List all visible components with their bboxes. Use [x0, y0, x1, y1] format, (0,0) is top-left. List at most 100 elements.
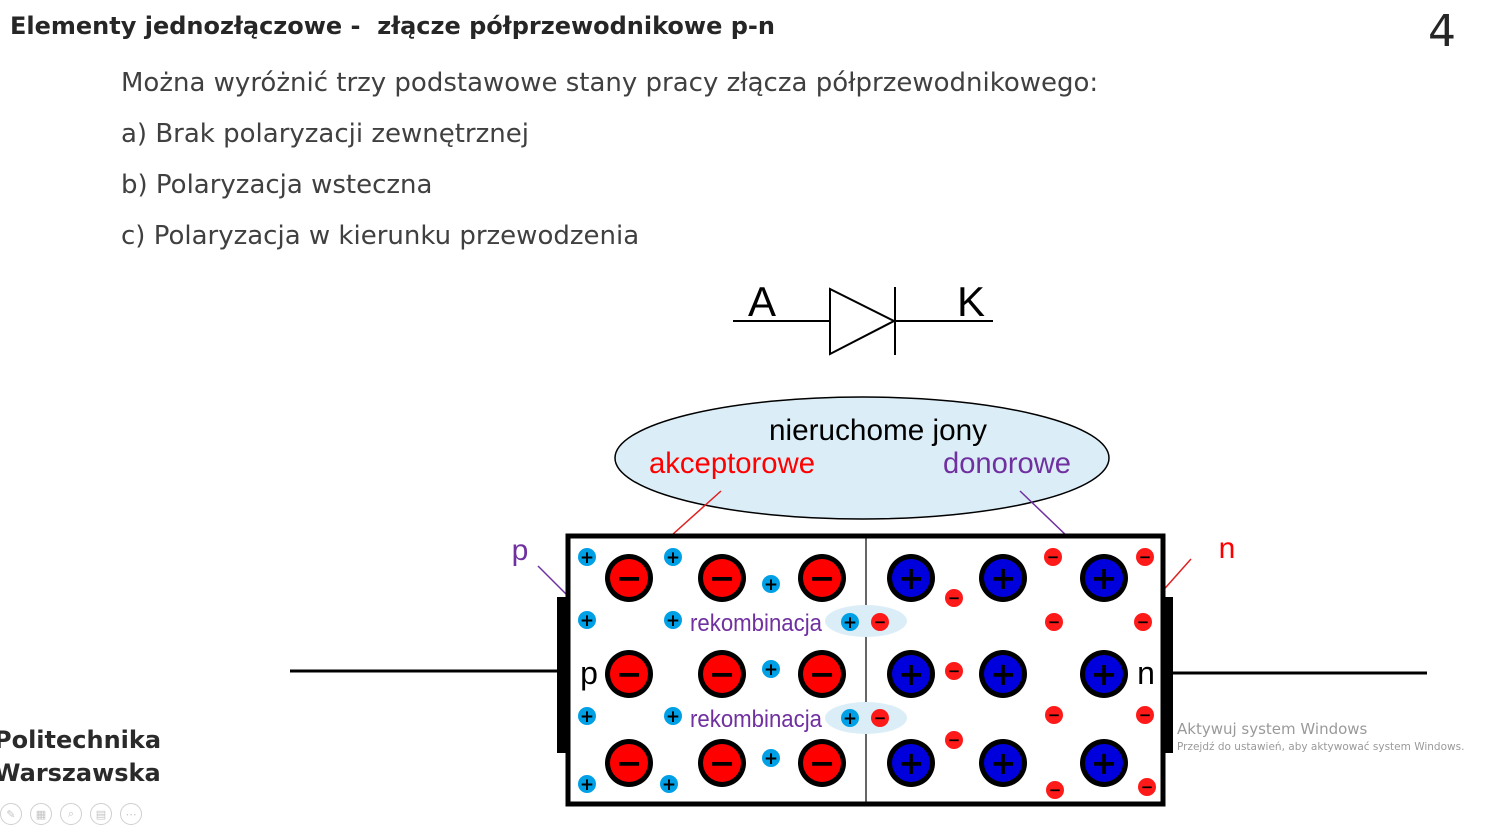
- n-region-label: n: [1137, 655, 1155, 691]
- donor-ion: +: [1080, 739, 1128, 787]
- electron: −: [945, 589, 963, 607]
- watermark-title: Aktywuj system Windows: [1177, 720, 1368, 738]
- fixed-ions-ellipse: [614, 396, 1110, 520]
- svg-text:−: −: [1139, 706, 1152, 724]
- hole: +: [660, 775, 678, 795]
- electron: −: [1045, 706, 1063, 724]
- svg-text:−: −: [616, 655, 643, 693]
- svg-text:−: −: [809, 655, 836, 693]
- svg-text:+: +: [580, 775, 594, 795]
- electron: −: [871, 709, 889, 727]
- logo-line-2: Warszawska: [0, 759, 161, 787]
- acceptor-ion: −: [798, 554, 846, 602]
- diode-triangle: [829, 287, 897, 356]
- diode-cathode-label: K: [957, 278, 985, 325]
- svg-text:−: −: [874, 709, 887, 727]
- hole: +: [841, 613, 859, 633]
- hole: +: [578, 548, 596, 568]
- acceptor-ion: −: [605, 650, 653, 698]
- left-contact: [557, 597, 568, 753]
- hole: +: [762, 660, 780, 680]
- svg-text:−: −: [874, 613, 887, 631]
- svg-text:+: +: [666, 611, 680, 631]
- electron: −: [1136, 706, 1154, 724]
- svg-text:−: −: [948, 662, 961, 680]
- p-region-label: p: [580, 655, 598, 691]
- bullet-a: a) Brak polaryzacji zewnętrznej: [121, 119, 529, 149]
- watermark-subtitle: Przejdź do ustawień, aby aktywować syste…: [1177, 741, 1465, 753]
- recombination-label: rekombinacja: [690, 706, 823, 733]
- svg-text:−: −: [709, 559, 736, 597]
- svg-text:−: −: [948, 589, 961, 607]
- svg-text:+: +: [843, 709, 857, 729]
- svg-text:−: −: [616, 559, 643, 597]
- logo-line-1: Politechnika: [0, 726, 162, 754]
- svg-text:−: −: [1048, 613, 1061, 631]
- hole: +: [578, 707, 596, 727]
- acceptor-ion: −: [698, 739, 746, 787]
- svg-text:+: +: [764, 660, 778, 680]
- acceptor-ion: −: [698, 554, 746, 602]
- electron: −: [945, 731, 963, 749]
- bullet-b: b) Polaryzacja wsteczna: [121, 170, 433, 200]
- p-label: p: [512, 534, 529, 567]
- svg-text:−: −: [948, 731, 961, 749]
- recombination-zone: [825, 605, 907, 637]
- ions-layer: −−−−−−−−−+++++++++: [605, 554, 1128, 787]
- donor-label: donorowe: [943, 447, 1071, 480]
- svg-text:−: −: [709, 655, 736, 693]
- svg-text:+: +: [990, 559, 1017, 597]
- acceptor-ion: −: [698, 650, 746, 698]
- windows-activation-watermark: Aktywuj system Windows Przejdź do ustawi…: [1177, 720, 1464, 753]
- svg-text:−: −: [1048, 706, 1061, 724]
- svg-text:+: +: [666, 707, 680, 727]
- hole: +: [664, 548, 682, 568]
- svg-text:+: +: [898, 559, 925, 597]
- acceptor-label: akceptorowe: [649, 447, 815, 480]
- hole: +: [762, 749, 780, 769]
- hole: +: [664, 611, 682, 631]
- donor-ion: +: [887, 739, 935, 787]
- university-logo: Politechnika Warszawska: [0, 724, 161, 790]
- svg-text:+: +: [1091, 655, 1118, 693]
- electron: −: [1045, 613, 1063, 631]
- donor-ion: +: [979, 650, 1027, 698]
- svg-text:+: +: [580, 707, 594, 727]
- donor-ion: +: [887, 554, 935, 602]
- acceptor-ion: −: [798, 739, 846, 787]
- donor-ion: +: [887, 650, 935, 698]
- hole: +: [762, 575, 780, 595]
- svg-text:+: +: [990, 655, 1017, 693]
- hole: +: [578, 611, 596, 631]
- fixed-ions-label: nieruchome jony: [769, 414, 987, 447]
- page-number: 4: [1428, 6, 1456, 57]
- svg-text:+: +: [764, 575, 778, 595]
- svg-text:−: −: [709, 744, 736, 782]
- diode-symbol: A K: [733, 278, 993, 356]
- electron: −: [1136, 548, 1154, 566]
- electron: −: [871, 613, 889, 631]
- slide-title: Elementy jednozłączowe - złącze półprzew…: [10, 12, 775, 40]
- donor-ion: +: [979, 554, 1027, 602]
- svg-text:+: +: [990, 744, 1017, 782]
- electron: −: [1134, 613, 1152, 631]
- bullet-intro: Można wyróżnić trzy podstawowe stany pra…: [121, 68, 1099, 98]
- right-contact: [1163, 597, 1173, 753]
- svg-text:+: +: [1091, 559, 1118, 597]
- svg-text:+: +: [764, 749, 778, 769]
- carriers-layer: +++++++++++++−−−−−−−−−−−−−: [578, 548, 1156, 799]
- donor-ion: +: [1080, 554, 1128, 602]
- donor-ion: +: [979, 739, 1027, 787]
- svg-text:−: −: [1047, 548, 1060, 566]
- svg-text:+: +: [898, 655, 925, 693]
- svg-text:+: +: [1091, 744, 1118, 782]
- electron: −: [1138, 778, 1156, 796]
- svg-text:−: −: [616, 744, 643, 782]
- svg-text:−: −: [809, 744, 836, 782]
- n-label: n: [1219, 532, 1236, 565]
- svg-text:−: −: [1141, 778, 1154, 796]
- hole: +: [841, 709, 859, 729]
- diode-anode-label: A: [748, 278, 776, 325]
- acceptor-ion: −: [798, 650, 846, 698]
